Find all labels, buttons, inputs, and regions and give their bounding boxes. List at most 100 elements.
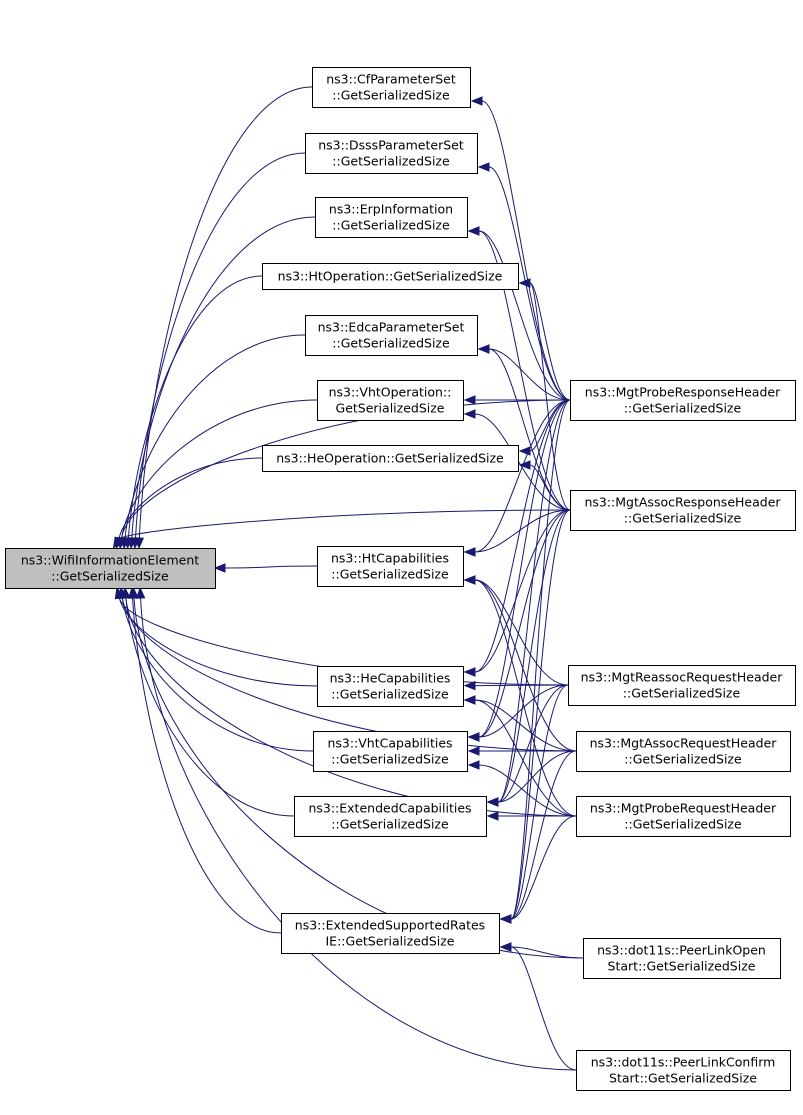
arrowhead-plopen-to-root [129, 586, 139, 599]
node-label-line: ns3::VhtOperation:: [329, 385, 452, 400]
node-probereq[interactable]: ns3::MgtProbeRequestHeader::GetSerialize… [576, 796, 791, 837]
node-label-line: ns3::VhtCapabilities [327, 736, 452, 751]
arrowhead-probereq-to-extrates [499, 914, 512, 924]
node-hecap[interactable]: ns3::HeCapabilities::GetSerializedSize [317, 666, 464, 707]
arrowhead-probereq-to-htcap [463, 575, 476, 585]
node-label-line: ns3::HtOperation::GetSerializedSize [278, 269, 503, 284]
node-label-line: ::GetSerializedSize [51, 569, 169, 584]
edge-proberesp-to-erp [478, 230, 571, 401]
edge-assocreq-to-hecap [474, 699, 577, 752]
edge-assocresp-to-htop [529, 282, 571, 511]
node-box [294, 796, 487, 837]
node-cf[interactable]: ns3::CfParameterSet::GetSerializedSize [312, 67, 471, 108]
node-plconfirm[interactable]: ns3::dot11s::PeerLinkConfirmStart::GetSe… [576, 1050, 791, 1091]
arrowhead-assocresp-to-edca [477, 344, 490, 354]
edge-proberesp-to-extcap [497, 399, 571, 803]
node-label-line: ns3::ExtendedSupportedRates [295, 918, 485, 933]
edge-probereq-to-hecap [474, 699, 577, 817]
edge-proberesp-to-root [121, 399, 571, 539]
node-label-line: ::GetSerializedSize [332, 88, 450, 103]
node-label-line: ns3::MgtProbeRequestHeader [590, 801, 777, 816]
node-htcap[interactable]: ns3::HtCapabilities::GetSerializedSize [317, 546, 464, 587]
arrowhead-assocresp-to-htop [518, 278, 531, 288]
edge-vhtop-to-root [121, 399, 318, 539]
edge-reassocreq-to-hecap [474, 684, 569, 687]
node-label-line: ::GetSerializedSize [332, 336, 450, 351]
node-label-line: ::GetSerializedSize [624, 752, 742, 767]
arrowhead-proberesp-to-dsss [477, 162, 490, 172]
node-dsss[interactable]: ns3::DsssParameterSet::GetSerializedSize [305, 133, 478, 174]
node-erp[interactable]: ns3::ErpInformation::GetSerializedSize [315, 197, 468, 238]
edge-hecap-to-root [118, 597, 318, 687]
node-label-line: ::GetSerializedSize [332, 218, 450, 233]
node-label-line: ::GetSerializedSize [624, 817, 742, 832]
edge-dsss-to-root [135, 152, 306, 539]
node-extrates[interactable]: ns3::ExtendedSupportedRatesIE::GetSerial… [281, 913, 500, 954]
edge-proberesp-to-cf [481, 100, 571, 401]
node-vhtcap[interactable]: ns3::VhtCapabilities::GetSerializedSize [313, 731, 468, 772]
arrowhead-proberesp-to-cf [470, 96, 483, 106]
node-extcap[interactable]: ns3::ExtendedCapabilities::GetSerialized… [294, 796, 487, 837]
node-box [583, 938, 781, 979]
edge-proberesp-to-hecap [474, 399, 571, 673]
edge-reassocreq-to-extrates [510, 684, 569, 920]
arrowhead-assocresp-to-erp [467, 226, 480, 236]
node-heop[interactable]: ns3::HeOperation::GetSerializedSize [262, 445, 519, 472]
edge-plconfirm-to-extrates [510, 946, 577, 1071]
node-label-line: ::GetSerializedSize [331, 567, 449, 582]
node-box [576, 731, 791, 772]
node-label-line: ns3::dot11s::PeerLinkConfirm [591, 1055, 776, 1070]
node-label-line: ::GetSerializedSize [332, 154, 450, 169]
node-box [570, 490, 796, 531]
node-label-line: ns3::MgtAssocRequestHeader [590, 736, 778, 751]
node-vhtop[interactable]: ns3::VhtOperation::GetSerializedSize [317, 380, 464, 421]
arrowhead-assocresp-to-root [112, 536, 123, 550]
edge-edca-to-root [124, 334, 306, 539]
edge-plopen-to-extrates [510, 946, 584, 959]
node-label-line: Start::GetSerializedSize [609, 1071, 757, 1086]
edge-assocresp-to-extrates [510, 509, 571, 920]
arrowhead-reassocreq-to-vhtcap [467, 732, 480, 742]
node-assocresp[interactable]: ns3::MgtAssocResponseHeader::GetSerializ… [570, 490, 796, 531]
node-box [317, 666, 464, 707]
node-edca[interactable]: ns3::EdcaParameterSet::GetSerializedSize [305, 315, 478, 356]
node-box [305, 315, 478, 356]
node-label-line: ns3::dot11s::PeerLinkOpen [597, 943, 766, 958]
node-label-line: GetSerializedSize [336, 401, 445, 416]
edge-assocresp-to-extcap [497, 509, 571, 803]
arrowhead-assocresp-to-vhtop [463, 409, 476, 419]
arrowhead-assocresp-to-heop [518, 460, 531, 470]
node-label-line: ::GetSerializedSize [624, 511, 742, 526]
node-label-line: ns3::ExtendedCapabilities [308, 801, 471, 816]
edge-reassocreq-to-vhtcap [478, 684, 569, 738]
node-box [262, 445, 519, 472]
node-reassocreq[interactable]: ns3::MgtReassocRequestHeader::GetSeriali… [568, 665, 796, 706]
edge-proberesp-to-htcap [474, 399, 571, 553]
arrowhead-assocresp-to-htcap [463, 547, 476, 557]
node-box [315, 197, 468, 238]
node-htop[interactable]: ns3::HtOperation::GetSerializedSize [262, 263, 519, 290]
arrowhead-plconfirm-to-extrates [499, 942, 512, 952]
node-label-line: ns3::EdcaParameterSet [318, 320, 465, 335]
node-label-line: ::GetSerializedSize [624, 401, 742, 416]
node-box [262, 263, 519, 290]
edge-proberesp-to-htop [529, 282, 571, 401]
edge-assocresp-to-heop [529, 464, 571, 511]
node-label-line: IE::GetSerializedSize [326, 934, 455, 949]
arrowhead-probereq-to-vhtcap [467, 760, 480, 770]
edge-reassocreq-to-htcap [474, 579, 569, 686]
edge-proberesp-to-vhtcap [478, 399, 571, 738]
edge-cf-to-root [138, 86, 313, 539]
node-assocreq[interactable]: ns3::MgtAssocRequestHeader::GetSerialize… [576, 731, 791, 772]
edge-heop-to-root [118, 457, 263, 539]
node-label-line: Start::GetSerializedSize [608, 959, 756, 974]
node-root[interactable]: ns3::WifiInformationElement::GetSerializ… [5, 548, 216, 589]
node-label-line: ::GetSerializedSize [331, 687, 449, 702]
node-plopen[interactable]: ns3::dot11s::PeerLinkOpenStart::GetSeria… [583, 938, 781, 979]
node-proberesp[interactable]: ns3::MgtProbeResponseHeader::GetSerializ… [570, 380, 796, 421]
edge-plconfirm-to-root [140, 597, 577, 1071]
node-label-line: ns3::CfParameterSet [326, 72, 456, 87]
edge-extrates-to-root [132, 597, 282, 934]
arrowhead-probereq-to-hecap [463, 695, 476, 705]
